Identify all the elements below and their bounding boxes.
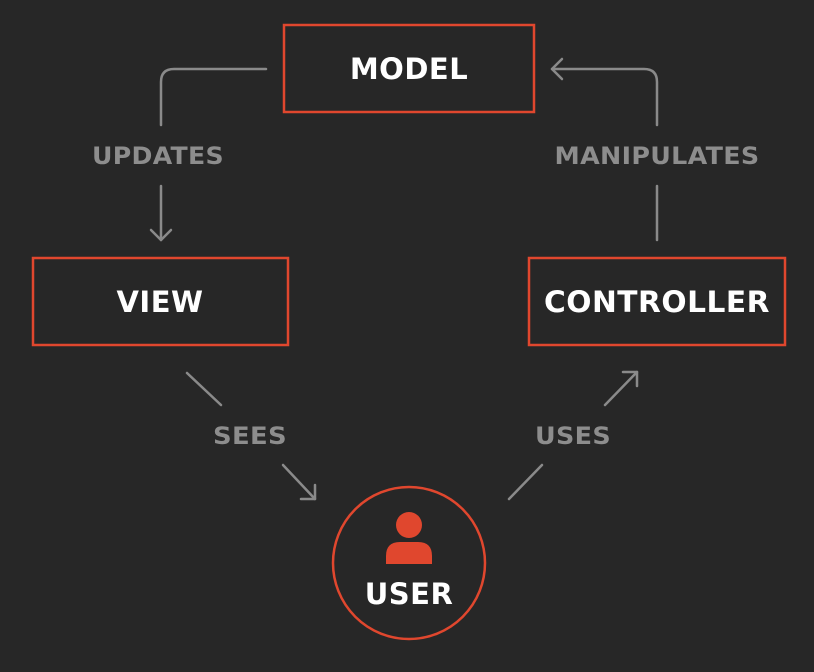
uses-arrowhead — [621, 370, 639, 388]
manipulates-label: MANIPULATES — [555, 142, 760, 170]
model-box — [282, 23, 536, 114]
uses-arrow-shaft — [603, 370, 639, 407]
edge-updates: UPDATES — [92, 67, 268, 242]
model-node[interactable]: MODEL — [282, 23, 536, 114]
view-label: VIEW — [116, 285, 203, 319]
controller-box — [527, 256, 787, 347]
user-icon — [386, 512, 432, 564]
sees-label: SEES — [213, 422, 287, 450]
uses-label: USES — [535, 422, 611, 450]
view-box — [31, 256, 290, 347]
edge-uses: USES — [507, 370, 639, 501]
edge-sees: SEES — [185, 371, 317, 501]
edge-manipulates: MANIPULATES — [550, 57, 760, 242]
manipulates-arrow-path — [550, 67, 659, 127]
controller-node[interactable]: CONTROLLER — [527, 256, 787, 347]
view-node[interactable]: VIEW — [31, 256, 290, 347]
manipulates-arrowhead — [550, 57, 564, 81]
user-label: USER — [365, 577, 454, 611]
uses-connector — [507, 463, 544, 501]
model-label: MODEL — [350, 52, 468, 86]
updates-label: UPDATES — [92, 142, 224, 170]
user-node[interactable]: USER — [331, 485, 487, 641]
sees-arrow-shaft — [281, 463, 317, 501]
sees-arrowhead — [299, 483, 317, 501]
updates-connector — [159, 67, 268, 127]
controller-label: CONTROLLER — [544, 285, 770, 319]
updates-arrowhead — [149, 228, 173, 242]
sees-connector — [185, 371, 223, 407]
